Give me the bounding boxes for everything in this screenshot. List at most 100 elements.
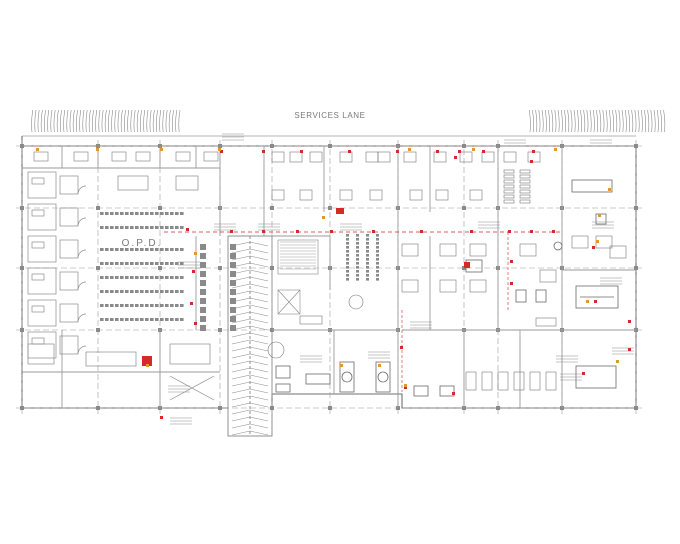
- seat: [230, 262, 236, 268]
- cubicle: [27, 331, 57, 359]
- fixture: [539, 269, 557, 283]
- ramp-chevron: [231, 374, 269, 380]
- interior-walls: [22, 146, 636, 408]
- seat: [155, 262, 159, 265]
- red-marker: [436, 150, 439, 153]
- seat: [170, 226, 174, 229]
- examination-couch: [31, 241, 45, 249]
- seat: [366, 254, 369, 257]
- hatch-stroke: [76, 109, 78, 133]
- hatch-stroke: [44, 109, 46, 133]
- seat: [175, 276, 179, 279]
- column: [270, 206, 274, 210]
- column: [20, 144, 24, 148]
- seat: [120, 262, 124, 265]
- hatch-stroke: [85, 109, 88, 133]
- seat: [115, 318, 119, 321]
- hatch-stroke: [140, 109, 142, 133]
- seat: [140, 318, 144, 321]
- hatch-stroke: [152, 109, 155, 133]
- ramp-chevron: [231, 311, 269, 317]
- room-furniture: [175, 151, 191, 162]
- room-furniture: [111, 151, 127, 162]
- orange-marker: [322, 216, 325, 219]
- ramp-chevron: [231, 255, 269, 261]
- hatch-stroke: [40, 109, 43, 133]
- column: [462, 206, 466, 210]
- seat: [180, 262, 184, 265]
- cubicle-desk: [59, 207, 79, 227]
- red-markers: [142, 150, 631, 419]
- fixture: [469, 189, 483, 201]
- seat: [180, 248, 184, 251]
- column: [96, 206, 100, 210]
- bed: [497, 371, 509, 391]
- annotation-callouts: [168, 133, 634, 425]
- hatch-stroke: [631, 109, 634, 133]
- hatch-stroke: [168, 109, 171, 133]
- column: [96, 266, 100, 270]
- seat: [100, 262, 104, 265]
- seat: [110, 226, 114, 229]
- seat: [376, 254, 379, 257]
- seat: [356, 250, 359, 253]
- hatch-stroke: [101, 109, 104, 133]
- seat: [115, 226, 119, 229]
- seat: [346, 258, 349, 261]
- hatch-stroke: [650, 109, 653, 133]
- hatch-stroke: [95, 109, 98, 133]
- red-marker: [296, 230, 299, 233]
- hatch-stroke: [104, 109, 107, 133]
- seat: [140, 212, 144, 215]
- hatch-stroke: [162, 109, 165, 133]
- seat: [165, 212, 169, 215]
- seat: [200, 289, 206, 295]
- hatch-stroke: [178, 109, 181, 133]
- fixture: [439, 243, 457, 257]
- seat: [366, 238, 369, 241]
- hatch-stroke: [573, 109, 576, 133]
- column: [634, 266, 638, 270]
- ramp-chevron: [231, 367, 269, 373]
- fixture: [403, 151, 417, 163]
- hatch-stroke: [602, 109, 605, 133]
- examination-couch: [31, 209, 45, 217]
- seat: [376, 266, 379, 269]
- orange-marker: [554, 148, 557, 151]
- seat: [150, 290, 154, 293]
- red-marker: [510, 260, 513, 263]
- fixture: [271, 151, 285, 163]
- seat: [105, 262, 109, 265]
- orange-marker: [218, 148, 221, 151]
- seat: [346, 262, 349, 265]
- hatch-stroke: [60, 109, 62, 133]
- fixture: [519, 243, 537, 257]
- consultation-cubicles: [27, 151, 219, 401]
- column: [270, 266, 274, 270]
- column: [158, 266, 162, 270]
- column: [328, 206, 332, 210]
- seat: [165, 290, 169, 293]
- fixture: [401, 279, 419, 293]
- hatch-stroke: [136, 109, 139, 133]
- red-marker-large: [336, 208, 344, 214]
- seat: [145, 248, 149, 251]
- fixture: [401, 243, 419, 257]
- seat: [140, 290, 144, 293]
- seat: [175, 226, 179, 229]
- red-marker: [628, 348, 631, 351]
- seat: [376, 274, 379, 277]
- seat: [155, 276, 159, 279]
- hatch-stroke: [130, 109, 133, 133]
- seat: [200, 244, 206, 250]
- hatch-stroke: [634, 109, 637, 133]
- staircase-treads: [280, 241, 316, 270]
- room-fixtures: [267, 151, 627, 391]
- fixture: [481, 151, 495, 163]
- red-marker: [530, 230, 533, 233]
- seat: [200, 271, 206, 277]
- orange-marker: [586, 300, 589, 303]
- fixture: [435, 189, 449, 201]
- seat: [100, 304, 104, 307]
